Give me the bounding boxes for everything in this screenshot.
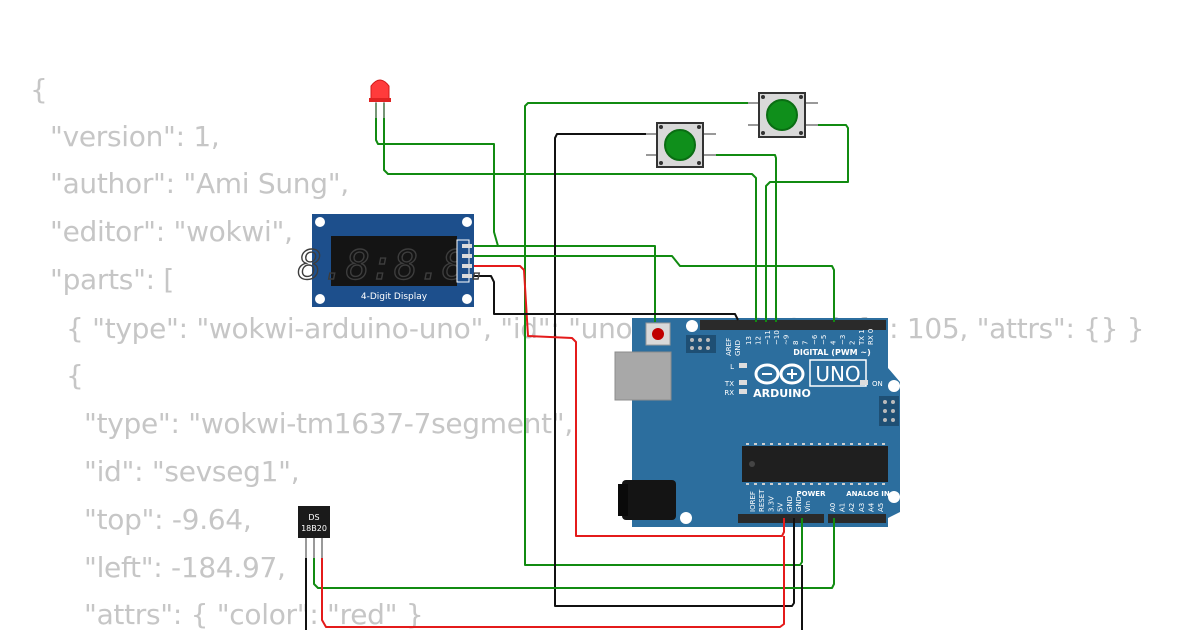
ds18b20-temperature-sensor[interactable]: DS 18B20 — [298, 506, 330, 558]
power-pin-label: Vin — [804, 501, 812, 512]
digital-pin-label: ~10 — [773, 330, 781, 345]
wire-layer — [305, 102, 849, 630]
arduino-brand: ARDUINO — [753, 387, 811, 400]
l-led-label: L — [730, 363, 734, 371]
digital-pin-label: ~6 — [811, 334, 819, 345]
tx-led — [739, 380, 747, 385]
power-pin-label: IOREF — [749, 491, 757, 512]
analog-pin-label: A0 — [829, 503, 837, 512]
digital-pin-label: 12 — [754, 336, 762, 345]
analog-header — [828, 514, 886, 523]
analog-pin-label: A1 — [839, 503, 847, 512]
wire-button2-gnd — [554, 133, 795, 607]
digital-pin-label: 13 — [745, 336, 753, 345]
digital-pin-label: 8 — [792, 341, 800, 345]
code-line: { — [30, 73, 48, 106]
digital-label: DIGITAL (PWM ~) — [793, 348, 871, 357]
code-line: { — [66, 359, 84, 392]
wire-button1-gnd — [524, 102, 803, 566]
tm1637-display-module[interactable]: 8.8:8.8. 4-Digit Display — [297, 214, 491, 307]
digital-pin-label: 7 — [801, 341, 809, 345]
wire-display-dio — [470, 255, 835, 322]
code-line: "left": -184.97, — [84, 551, 286, 584]
analog-pin-label: A4 — [867, 502, 875, 512]
power-header — [738, 514, 824, 523]
atmega-chip — [742, 446, 888, 482]
red-led[interactable] — [369, 79, 391, 118]
code-line: "editor": "wokwi", — [50, 215, 293, 248]
power-jack — [622, 480, 676, 520]
digital-pin-label: 2 — [848, 341, 856, 345]
digital-pin-label: ~11 — [764, 330, 772, 345]
analog-label: ANALOG IN — [846, 490, 890, 498]
digital-pin-label: ~3 — [839, 335, 847, 345]
digital-pin-label: ~5 — [820, 335, 828, 345]
infinity-logo-icon — [754, 363, 805, 385]
usb-port — [614, 351, 672, 401]
arduino-uno-board[interactable]: UNO ARDUINO DIGITAL (PWM ~) POWER ANALOG… — [614, 318, 900, 527]
power-pin-label: GND — [795, 496, 803, 512]
digital-pin-label: RX 0 — [867, 329, 875, 345]
push-button-1[interactable] — [748, 92, 818, 138]
sensor-label-line2: 18B20 — [301, 524, 327, 533]
power-pin-label: RESET — [758, 489, 766, 512]
wire-sensor-vcc — [321, 536, 785, 628]
uno-logo-text: UNO — [815, 362, 860, 386]
code-line: "parts": [ — [50, 263, 175, 296]
wire-button2-signal — [708, 154, 777, 322]
code-line: "id": "sevseg1", — [84, 455, 300, 488]
aref-pin-label: AREF — [725, 338, 733, 356]
rx-led-label: RX — [724, 389, 734, 397]
wire-sensor-data — [313, 518, 835, 589]
sensor-label-line1: DS — [308, 513, 319, 522]
wire-led-anode — [375, 103, 656, 322]
power-pin-label: 5V — [777, 503, 785, 512]
rx-led — [739, 389, 747, 394]
display-label: 4-Digit Display — [361, 292, 428, 302]
gnd-pin-label: GND — [734, 340, 742, 356]
analog-pin-label: A3 — [858, 503, 866, 512]
push-button-2[interactable] — [646, 122, 716, 168]
wire-led-cathode — [383, 103, 757, 322]
power-pin-label: GND — [786, 496, 794, 512]
code-line: "top": -9.64, — [84, 503, 252, 536]
code-line: "attrs": { "color": "red" } — [84, 598, 424, 631]
l-led — [739, 363, 747, 368]
wire-display-gnd — [470, 275, 739, 321]
tx-led-label: TX — [724, 380, 734, 388]
wire-button1-signal — [765, 124, 849, 322]
power-label: POWER — [797, 490, 827, 498]
digital-pin-label: TX 1 — [858, 329, 866, 346]
digital-pin-label: ~9 — [783, 335, 791, 345]
code-line: "version": 1, — [50, 120, 220, 153]
analog-pin-label: A2 — [848, 503, 856, 512]
digital-pin-label: 4 — [830, 340, 838, 345]
digital-header — [700, 320, 886, 330]
code-line: { "type": "wokwi-arduino-uno", "id": "un… — [66, 312, 1145, 345]
on-led — [860, 380, 868, 385]
on-led-label: ON — [872, 380, 883, 388]
code-line: "type": "wokwi-tm1637-7segment", — [84, 407, 573, 440]
wire-display-vcc — [470, 265, 785, 537]
analog-pin-label: A5 — [877, 503, 885, 512]
power-pin-label: 3.3V — [767, 496, 775, 512]
code-line: "author": "Ami Sung", — [50, 167, 349, 200]
